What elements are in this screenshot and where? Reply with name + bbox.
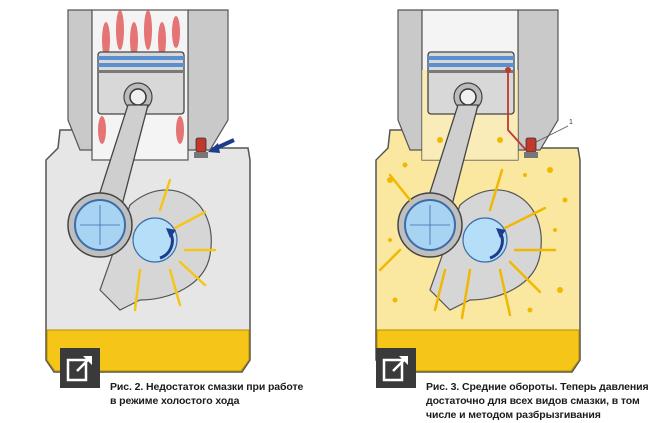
- expand-button[interactable]: [376, 348, 416, 388]
- piston-ring-2: [98, 63, 184, 67]
- caption-line: в режиме холостого хода: [110, 395, 240, 407]
- caption-line: Рис. 3. Средние обороты. Теперь давления: [426, 381, 649, 393]
- piston-pin: [129, 88, 147, 106]
- callout-line: [535, 125, 569, 143]
- sensor-base: [524, 152, 538, 158]
- rotation-arrow-head: [166, 228, 176, 238]
- piston-ring-3: [98, 70, 184, 73]
- oil-channel-outlet: [505, 67, 511, 73]
- piston-ring-1: [98, 56, 184, 60]
- oil-splash-weak: [133, 178, 217, 312]
- engine-cross-section-medium-rpm: [375, 9, 581, 373]
- caption-line: числе и методом разбрызгивания: [426, 409, 601, 421]
- oil-droplets: [387, 137, 568, 313]
- figure-caption: Рис. 2. Недостаток смазки при работе в р…: [110, 380, 315, 408]
- figure-idle-mode: Рис. 2. Недостаток смазки при работе в р…: [20, 0, 320, 423]
- cylinder-wall-left: [397, 9, 423, 151]
- cylinder-wall-right: [187, 9, 229, 151]
- caption-line: достаточно для всех видов смазки, в том: [426, 395, 640, 407]
- expand-icon: [66, 356, 92, 382]
- piston-ring-2: [428, 63, 514, 67]
- piston-ring-3: [428, 70, 514, 73]
- main-journal: [462, 217, 508, 263]
- piston-pin: [459, 88, 477, 106]
- expand-button[interactable]: [60, 348, 100, 388]
- pressure-arrow-head: [208, 143, 220, 153]
- oil-pressure-sensor: [525, 137, 537, 153]
- figure-medium-rpm: 1 Рис. 3. Средние обороты. Теперь давлен…: [350, 0, 650, 423]
- caption-line: Рис. 2. Недостаток смазки при работе: [110, 381, 304, 393]
- cylinder-wall-left: [67, 9, 93, 151]
- main-journal: [132, 217, 178, 263]
- engine-cross-section-idle: [45, 9, 251, 373]
- cylinder-wall-right: [517, 9, 559, 151]
- rotation-arrow-head: [496, 228, 506, 238]
- figure-caption: Рис. 3. Средние обороты. Теперь давления…: [426, 380, 656, 422]
- piston-ring-1: [428, 56, 514, 60]
- oil-pressure-sensor: [195, 137, 207, 153]
- oil-channel: [507, 70, 527, 151]
- callout-number: 1: [569, 119, 573, 126]
- oil-splash-strong: [378, 168, 557, 320]
- expand-icon: [382, 356, 408, 382]
- sensor-base: [194, 152, 208, 158]
